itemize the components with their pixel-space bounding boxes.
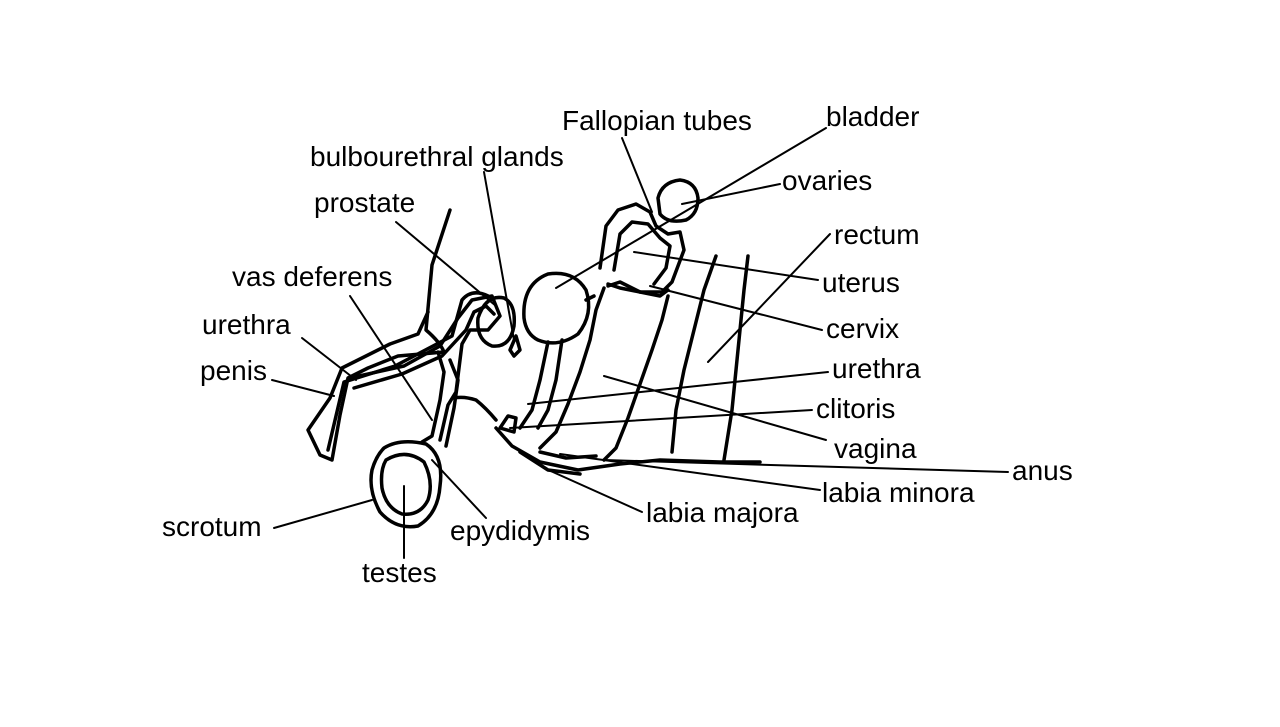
label-ovaries: ovaries xyxy=(782,165,872,196)
label-labia-majora: labia majora xyxy=(646,497,799,528)
label-clitoris: clitoris xyxy=(816,393,895,424)
label-scrotum: scrotum xyxy=(162,511,262,542)
labia-outline xyxy=(494,426,762,472)
female-body-contour xyxy=(584,294,596,302)
leader-penis xyxy=(271,379,335,397)
vagina-wall-front xyxy=(538,286,606,450)
label-anus: anus xyxy=(1012,455,1073,486)
leader-scrotum xyxy=(273,499,373,529)
labels: Fallopian tubes bladder bulbourethral gl… xyxy=(162,101,1073,588)
label-prostate: prostate xyxy=(314,187,415,218)
leader-fallopian-tubes xyxy=(621,137,653,213)
leader-labia-minora xyxy=(559,453,821,491)
label-urethra-male: urethra xyxy=(202,309,291,340)
label-epydidymis: epydidymis xyxy=(450,515,590,546)
leader-labia-majora xyxy=(543,467,643,513)
prostate-gland xyxy=(476,295,517,348)
label-urethra-female: urethra xyxy=(832,353,921,384)
leader-epydidymis xyxy=(431,459,487,519)
cervix-organ xyxy=(606,282,670,298)
leader-bladder xyxy=(555,127,827,289)
leader-prostate xyxy=(395,221,497,307)
label-vas-deferens: vas deferens xyxy=(232,261,392,292)
label-testes: testes xyxy=(362,557,437,588)
leader-rectum xyxy=(707,233,831,363)
leader-bulbourethral-glands xyxy=(483,171,515,341)
female-urethra-tube-2 xyxy=(536,338,564,430)
vagina-wall-back xyxy=(602,294,670,462)
label-labia-minora: labia minora xyxy=(822,477,975,508)
label-vagina: vagina xyxy=(834,433,917,464)
vas-deferens-tube-inner xyxy=(444,358,460,448)
leader-urethra-male xyxy=(301,337,357,381)
leader-clitoris xyxy=(509,409,813,429)
vas-deferens-tube xyxy=(420,350,446,444)
label-fallopian-tubes: Fallopian tubes xyxy=(562,105,752,136)
label-bladder: bladder xyxy=(826,101,919,132)
leader-vas-deferens xyxy=(349,295,433,421)
leader-urethra-female xyxy=(527,371,829,405)
female-anatomy xyxy=(494,178,762,476)
label-uterus: uterus xyxy=(822,267,900,298)
label-penis: penis xyxy=(200,355,267,386)
testis xyxy=(379,452,432,516)
leader-vagina xyxy=(603,375,827,441)
penis-outline xyxy=(306,208,452,462)
rectum-wall-1 xyxy=(670,254,718,454)
bulbourethral-gland xyxy=(508,334,522,358)
female-urethra-tube xyxy=(518,340,550,430)
label-bulbourethral-glands: bulbourethral glands xyxy=(310,141,564,172)
scrotum-sac xyxy=(369,440,443,529)
ovary-organ xyxy=(656,178,700,223)
bladder-organ xyxy=(522,271,591,345)
clitoris-organ xyxy=(498,414,518,434)
leader-ovaries xyxy=(681,183,781,205)
male-body-contour xyxy=(452,395,498,422)
leader-lines xyxy=(271,127,1009,559)
leader-anus xyxy=(603,459,1009,473)
rectum-wall-2 xyxy=(722,254,750,462)
leader-cervix xyxy=(649,285,823,331)
leader-uterus xyxy=(633,251,819,281)
label-cervix: cervix xyxy=(826,313,899,344)
label-rectum: rectum xyxy=(834,219,920,250)
